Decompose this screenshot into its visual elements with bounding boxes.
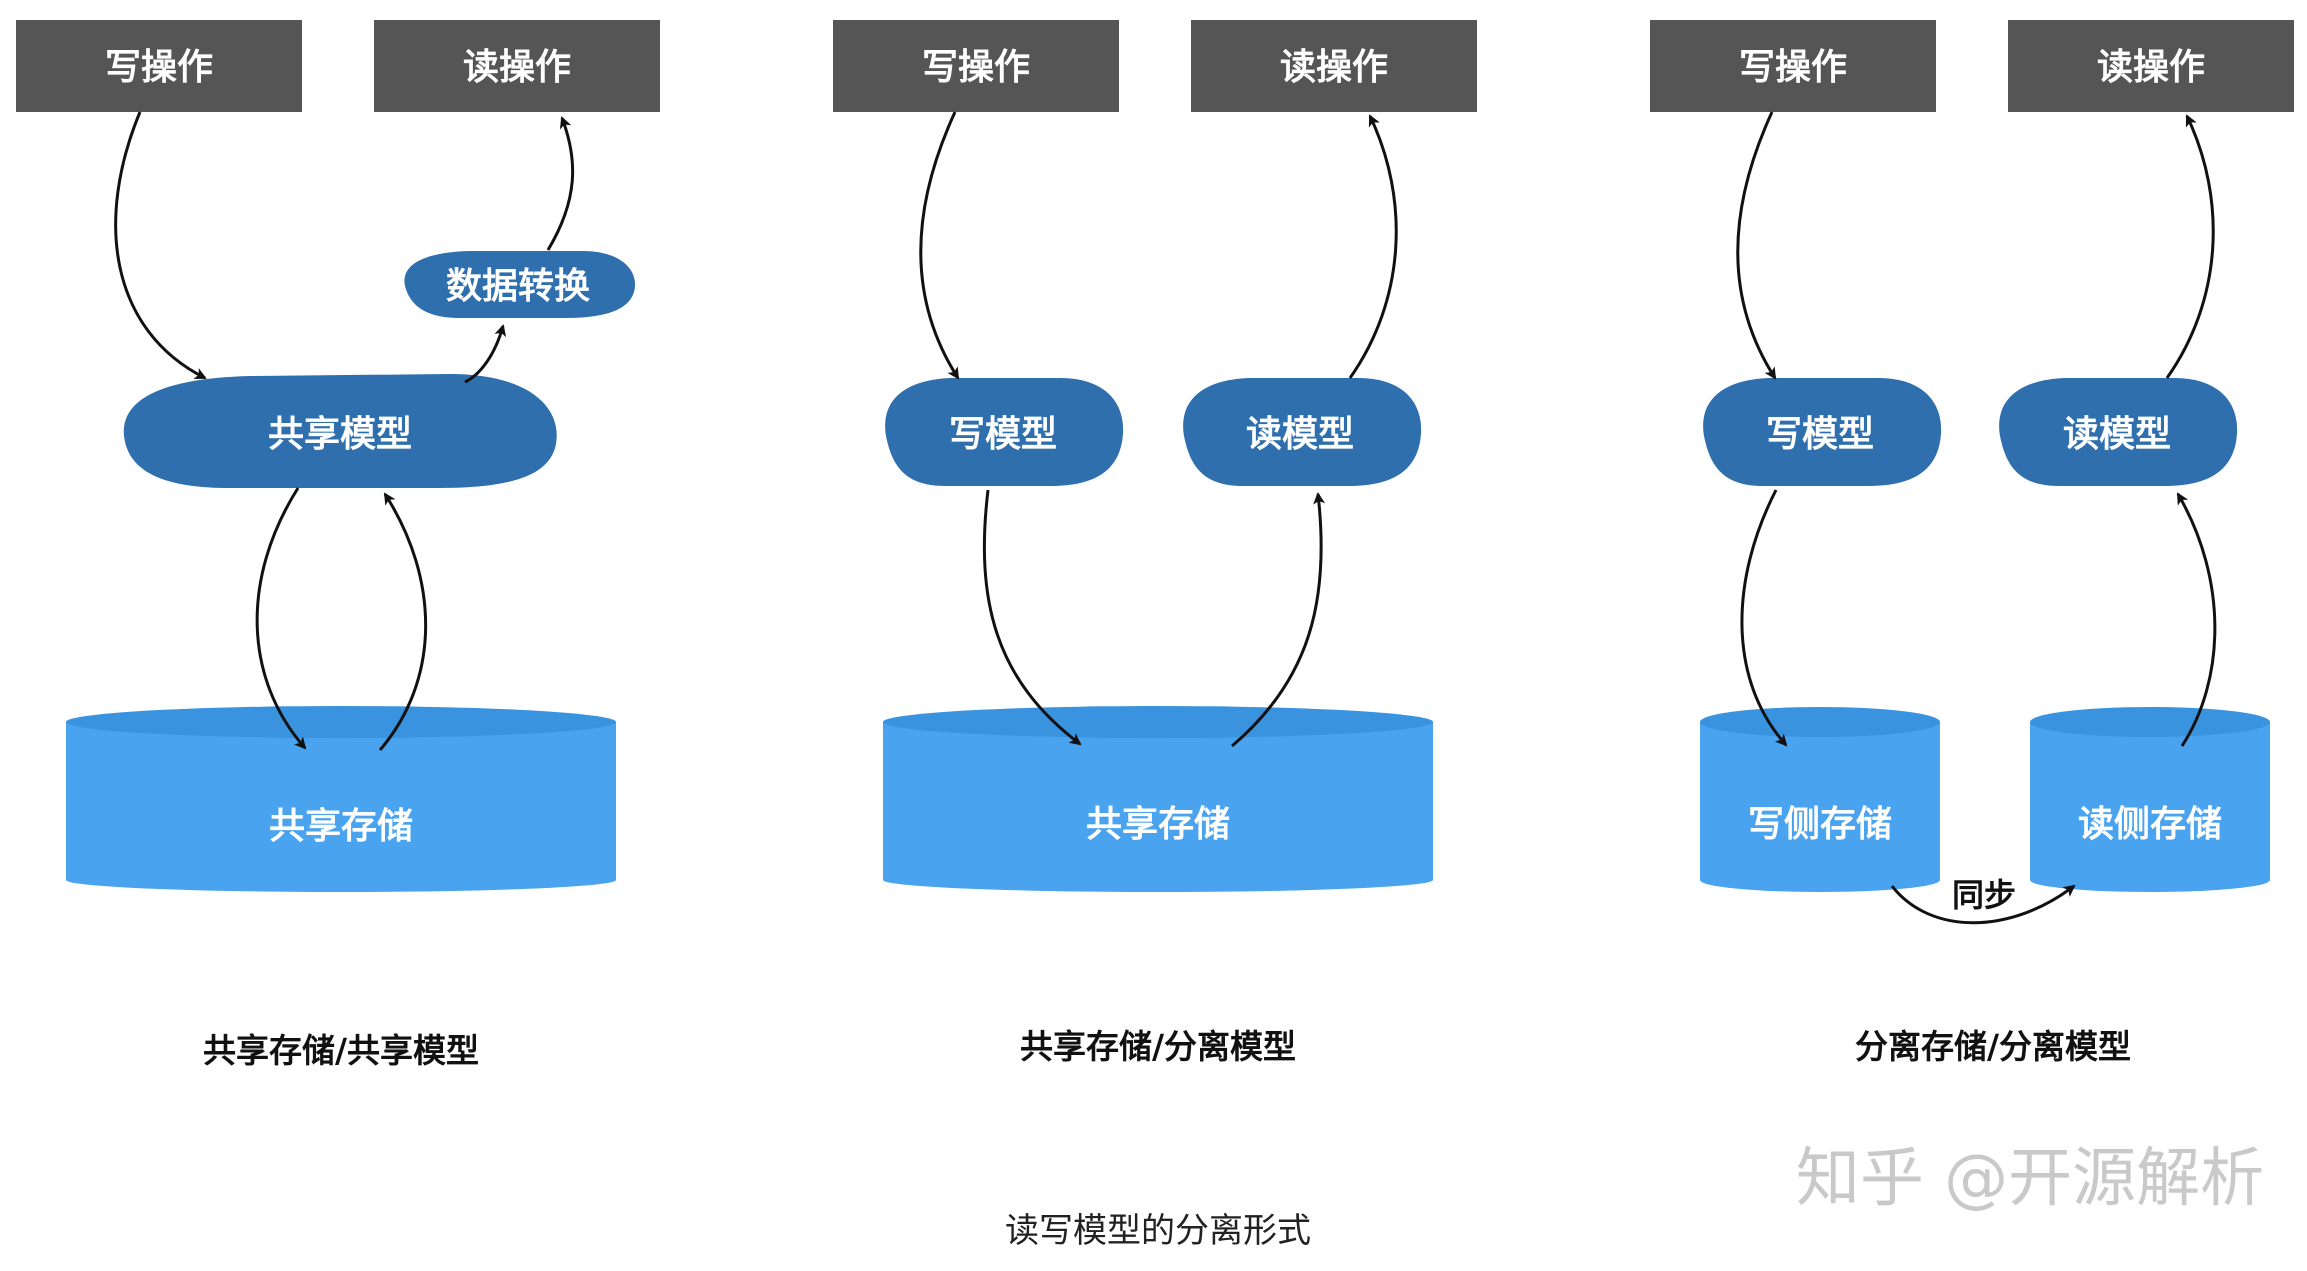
- read-operation-box: [374, 20, 660, 112]
- panel-caption: 共享存储/分离模型: [1020, 1027, 1296, 1066]
- write-operation-label: 写操作: [1739, 47, 1847, 88]
- write-operation-label: 写操作: [105, 47, 213, 88]
- shared-storage-label: 共享存储: [269, 806, 413, 847]
- read-storage-cylinder: [2030, 707, 2270, 892]
- model-to-storage-arrow: [255, 487, 307, 750]
- write-operation-box: [1650, 20, 1936, 112]
- read-operation-box: [1191, 20, 1477, 112]
- read-model-to-read-arrow: [2165, 114, 2215, 379]
- read-model-blob: [1183, 378, 1422, 486]
- storage-to-model-arrow: [378, 492, 428, 751]
- data-transform-label: 数据转换: [446, 266, 590, 307]
- write-model-label: 写模型: [1766, 414, 1874, 455]
- write-operation-box: [16, 20, 302, 112]
- read-model-blob: [1999, 378, 2238, 486]
- transform-to-read-arrow: [546, 116, 575, 251]
- write-operation-label: 写操作: [922, 47, 1030, 88]
- read-operation-box: [2008, 20, 2294, 112]
- sync-arrow: [1890, 884, 2076, 925]
- read-operation-label: 读操作: [2097, 47, 2205, 88]
- shared-model-label: 共享模型: [268, 414, 412, 455]
- watermark: 知乎 @开源解析: [1796, 1142, 2264, 1216]
- write-model-blob: [885, 378, 1124, 486]
- data-transform-blob: [404, 250, 636, 318]
- sync-label: 同步: [1952, 876, 2016, 914]
- write-storage-label: 写侧存储: [1748, 804, 1892, 845]
- shared-storage-cylinder: [883, 706, 1433, 892]
- read-storage-label: 读侧存储: [2078, 804, 2222, 845]
- write-to-write-model-arrow: [1736, 111, 1777, 380]
- panel-separate-storage-separate-models: 写操作 读操作 写模型 读模型 写侧存储 读侧存储 同步 分离存储/分离模型: [1650, 20, 2294, 1066]
- read-storage-to-read-model-arrow: [2176, 492, 2217, 747]
- shared-storage-label: 共享存储: [1086, 804, 1230, 845]
- panel-shared-storage-separate-models: 写操作 读操作 写模型 读模型 共享存储 共享存储/分离模型: [833, 20, 1477, 1066]
- model-to-transform-arrow: [464, 324, 507, 384]
- write-model-blob: [1703, 378, 1942, 486]
- write-operation-box: [833, 20, 1119, 112]
- write-to-write-model-arrow: [919, 111, 960, 380]
- figure-footer-caption: 读写模型的分离形式: [1005, 1211, 1311, 1251]
- write-to-model-arrow: [114, 111, 207, 380]
- read-model-to-read-arrow: [1348, 114, 1398, 379]
- storage-to-read-model-arrow: [1231, 492, 1326, 748]
- panel-caption: 共享存储/共享模型: [203, 1031, 479, 1070]
- panel-caption: 分离存储/分离模型: [1855, 1027, 2131, 1066]
- shared-model-blob: [123, 374, 557, 488]
- read-model-label: 读模型: [2063, 414, 2171, 455]
- read-operation-label: 读操作: [463, 47, 571, 88]
- write-model-to-write-storage-arrow: [1740, 489, 1788, 747]
- read-model-label: 读模型: [1246, 414, 1354, 455]
- read-operation-label: 读操作: [1280, 47, 1388, 88]
- panel-shared-storage-shared-model: 写操作 读操作 数据转换 共享模型 共享存储 共享存储/共享模型: [16, 20, 660, 1070]
- shared-storage-cylinder: [66, 706, 616, 892]
- write-model-label: 写模型: [949, 414, 1057, 455]
- write-model-to-storage-arrow: [982, 489, 1082, 746]
- write-storage-cylinder: [1700, 707, 1940, 892]
